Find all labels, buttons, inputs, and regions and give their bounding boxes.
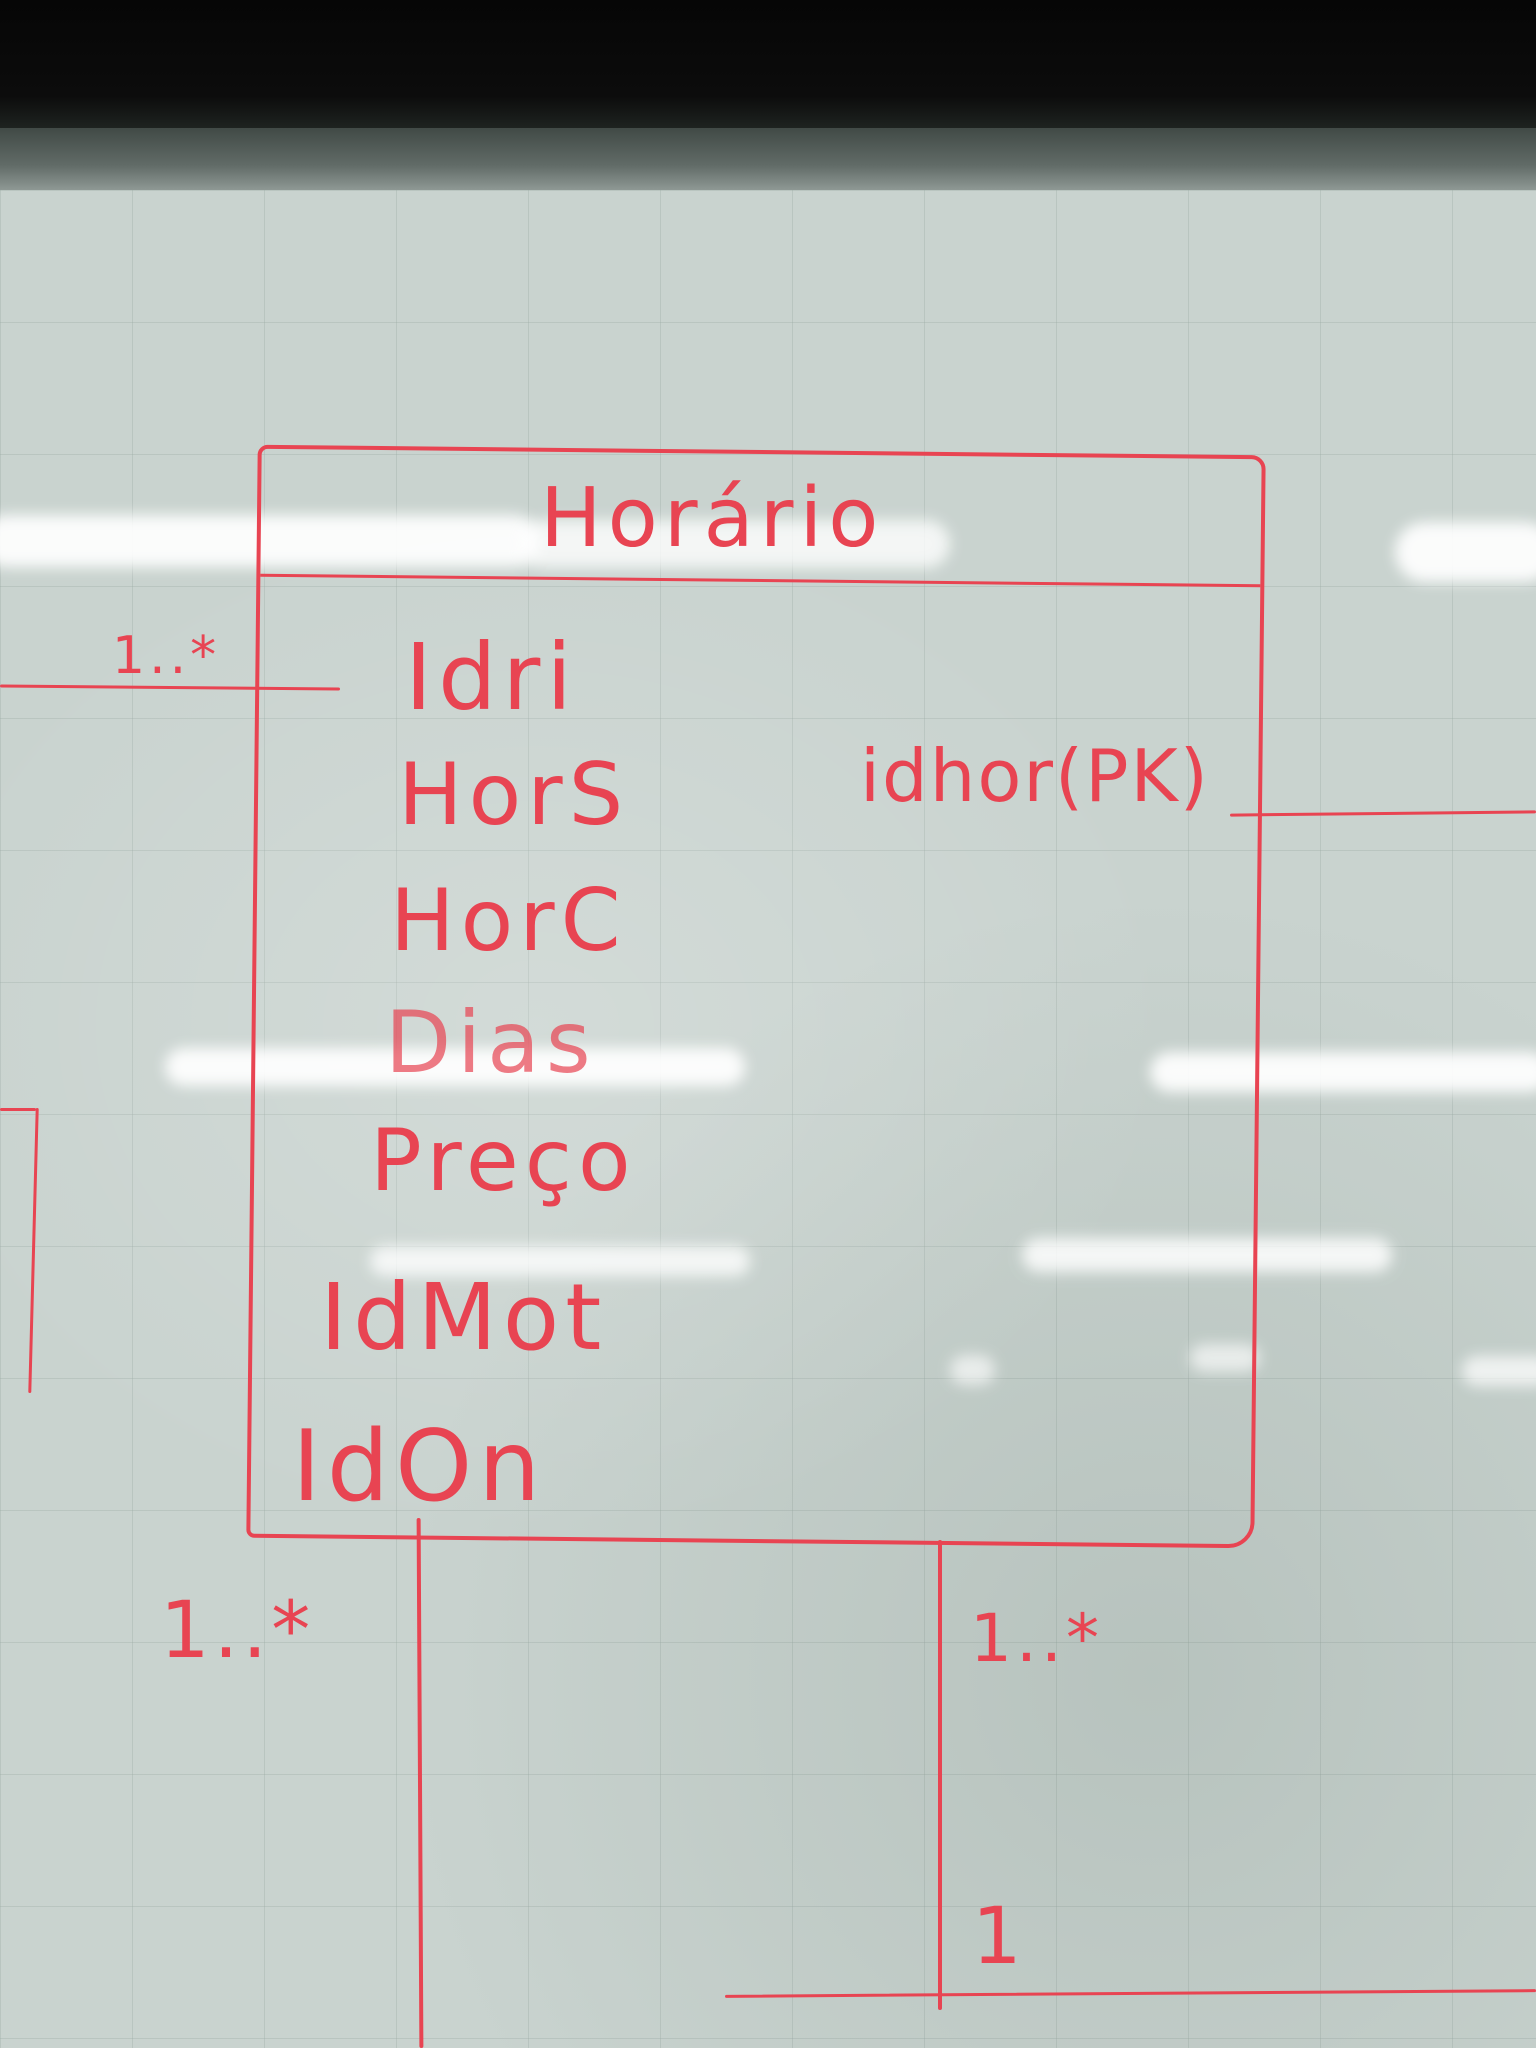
light-glare: [520, 520, 950, 568]
attribute-dias: Dias: [385, 993, 597, 1093]
dark-wall-top: [0, 0, 1536, 128]
class-header-divider: [260, 573, 1261, 588]
primary-key-note: idhor(PK): [860, 734, 1210, 818]
light-glare: [0, 515, 540, 567]
attribute-hors: HorS: [398, 745, 630, 845]
light-glare: [165, 1048, 745, 1086]
light-glare: [1395, 522, 1536, 582]
light-glare: [1462, 1356, 1536, 1386]
class-name: Horário: [540, 471, 885, 566]
left-multiplicity: 1..*: [112, 626, 221, 686]
attribute-idmot: IdMot: [320, 1264, 608, 1371]
attribute-preco: Preço: [370, 1111, 637, 1211]
light-glare: [1190, 1344, 1260, 1372]
bottom-left-multiplicity: 1..*: [160, 1586, 315, 1676]
light-glare: [950, 1355, 995, 1385]
attribute-horc: HorC: [390, 871, 627, 971]
light-glare: [1150, 1052, 1536, 1092]
attribute-idon: IdOn: [292, 1410, 547, 1524]
bottom-right-multiplicity: 1..*: [970, 1600, 1103, 1677]
bottom-right-association-line: [938, 1540, 942, 2010]
left-class-box-top-edge: [0, 1108, 36, 1111]
whiteboard-surface: [0, 190, 1536, 2048]
attribute-idri: Idri: [405, 624, 578, 731]
bottom-right-end-multiplicity: 1: [972, 1892, 1028, 1982]
light-glare: [1022, 1238, 1392, 1272]
light-glare: [370, 1246, 750, 1276]
whiteboard-frame: [0, 128, 1536, 190]
